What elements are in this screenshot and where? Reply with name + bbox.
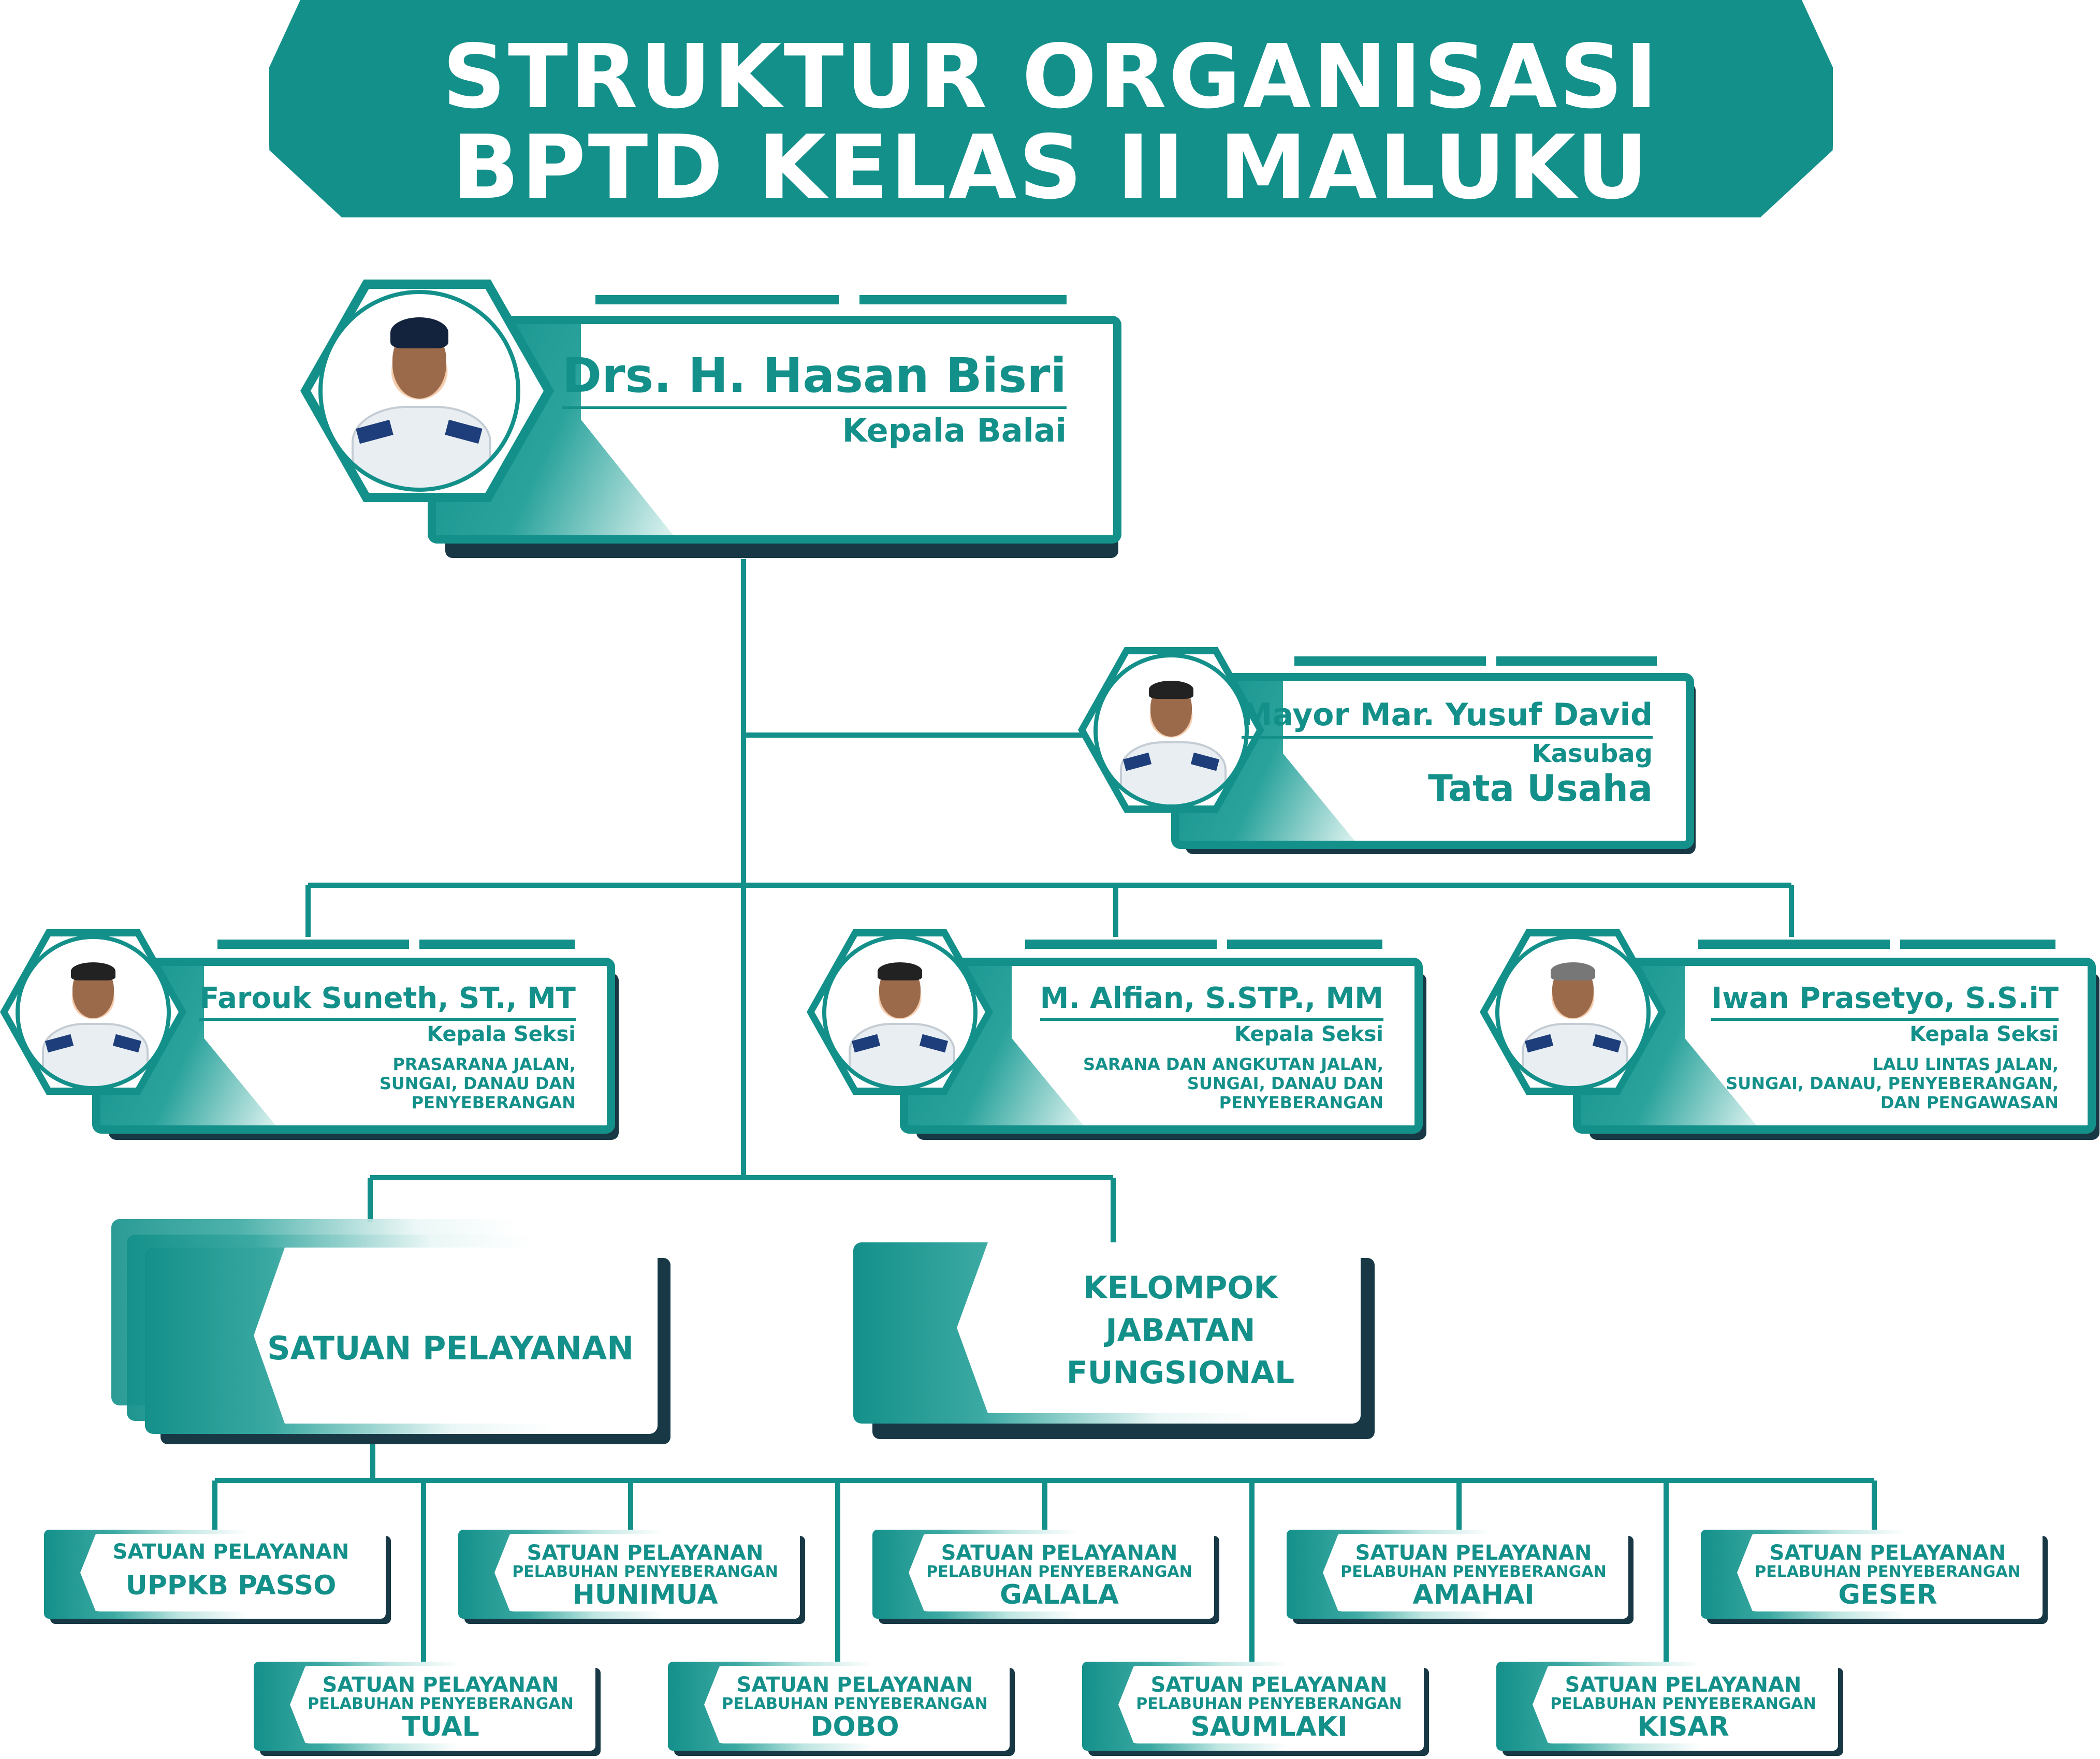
- admin-role: Kasubag: [1532, 739, 1653, 768]
- unit-label: SATUAN PELAYANAN: [322, 1673, 559, 1697]
- unit-label: SATUAN PELAYANAN: [1355, 1541, 1592, 1565]
- page-subtitle: BPTD KELAS II MALUKU: [452, 116, 1650, 219]
- unit-label: SATUAN PELAYANAN: [736, 1673, 973, 1697]
- unit-label: SATUAN PELAYANAN: [1565, 1673, 1802, 1697]
- unit-name: KISAR: [1637, 1711, 1729, 1742]
- section-3-desc: LALU LINTAS JALAN, SUNGAI, DANAU, PENYEB…: [1726, 1054, 2059, 1112]
- unit-sublabel: PELABUHAN PENYEBERANGAN: [722, 1695, 988, 1713]
- unit-box: SATUAN PELAYANAN PELABUHAN PENYEBERANGAN…: [458, 1530, 805, 1624]
- unit-name: DOBO: [810, 1711, 899, 1742]
- unit-box: SATUAN PELAYANAN PELABUHAN PENYEBERANGAN…: [1496, 1662, 1843, 1756]
- unit-label: SATUAN PELAYANAN: [1150, 1673, 1388, 1697]
- unit-sublabel: PELABUHAN PENYEBERANGAN: [512, 1563, 778, 1581]
- avatar: [1495, 935, 1651, 1090]
- unit-name: GALALA: [1000, 1579, 1119, 1610]
- section-2-desc: SARANA DAN ANGKUTAN JALAN, SUNGAI, DANAU…: [1083, 1054, 1383, 1112]
- avatar: [318, 290, 520, 492]
- avatar: [16, 935, 171, 1090]
- unit-name: TUAL: [402, 1711, 479, 1742]
- page-title: STRUKTUR ORGANISASI: [442, 26, 1660, 128]
- unit-label: SATUAN PELAYANAN: [1769, 1541, 2006, 1565]
- section-3-name: Iwan Prasetyo, S.S.iT: [1711, 981, 2059, 1021]
- section-2-role: Kepala Seksi: [1234, 1022, 1383, 1046]
- unit-box: SATUAN PELAYANAN PELABUHAN PENYEBERANGAN…: [668, 1662, 1015, 1756]
- satuan-pelayanan-label: SATUAN PELAYANAN: [267, 1329, 634, 1367]
- fungsional-line1: KELOMPOK: [1083, 1270, 1278, 1306]
- admin-name: Mayor Mar. Yusuf David: [1241, 697, 1653, 739]
- title-banner: [269, 0, 1833, 217]
- unit-name: GESER: [1838, 1579, 1937, 1610]
- unit-name: AMAHAI: [1412, 1579, 1535, 1610]
- unit-box: SATUAN PELAYANAN PELABUHAN PENYEBERANGAN…: [1287, 1530, 1634, 1624]
- unit-box: SATUAN PELAYANAN PELABUHAN PENYEBERANGAN…: [1701, 1530, 2048, 1624]
- section-1-name: Farouk Suneth, ST., MT: [199, 981, 576, 1021]
- admin-unit: Tata Usaha: [1428, 767, 1653, 810]
- unit-name: UPPKB PASSO: [125, 1570, 337, 1601]
- unit-box: SATUAN PELAYANAN PELABUHAN PENYEBERANGAN…: [254, 1662, 601, 1756]
- unit-sublabel: PELABUHAN PENYEBERANGAN: [1755, 1563, 2021, 1581]
- unit-sublabel: PELABUHAN PENYEBERANGAN: [1550, 1695, 1816, 1713]
- unit-name: HUNIMUA: [572, 1579, 718, 1610]
- unit-box: SATUAN PELAYANAN UPPKB PASSO: [44, 1530, 391, 1624]
- unit-box: SATUAN PELAYANAN PELABUHAN PENYEBERANGAN…: [872, 1530, 1219, 1624]
- fungsional-line3: FUNGSIONAL: [1066, 1355, 1295, 1391]
- unit-label: SATUAN PELAYANAN: [112, 1540, 349, 1564]
- unit-box: SATUAN PELAYANAN PELABUHAN PENYEBERANGAN…: [1082, 1662, 1429, 1756]
- unit-sublabel: PELABUHAN PENYEBERANGAN: [308, 1695, 574, 1713]
- head-role: Kepala Balai: [842, 412, 1067, 449]
- unit-label: SATUAN PELAYANAN: [527, 1541, 764, 1565]
- unit-label: SATUAN PELAYANAN: [941, 1541, 1178, 1565]
- unit-sublabel: PELABUHAN PENYEBERANGAN: [1340, 1563, 1607, 1581]
- section-1-desc: PRASARANA JALAN, SUNGAI, DANAU DAN PENYE…: [379, 1054, 576, 1112]
- unit-sublabel: PELABUHAN PENYEBERANGAN: [926, 1563, 1192, 1581]
- unit-sublabel: PELABUHAN PENYEBERANGAN: [1136, 1695, 1402, 1713]
- fungsional-line2: JABATAN: [1105, 1312, 1256, 1348]
- head-name: Drs. H. Hasan Bisri: [562, 348, 1067, 409]
- unit-name: SAUMLAKI: [1190, 1711, 1348, 1742]
- section-3-role: Kepala Seksi: [1909, 1022, 2059, 1046]
- avatar: [822, 935, 978, 1090]
- section-2-name: M. Alfian, S.STP., MM: [1040, 981, 1383, 1021]
- section-1-role: Kepala Seksi: [427, 1022, 576, 1046]
- avatar: [1093, 653, 1249, 809]
